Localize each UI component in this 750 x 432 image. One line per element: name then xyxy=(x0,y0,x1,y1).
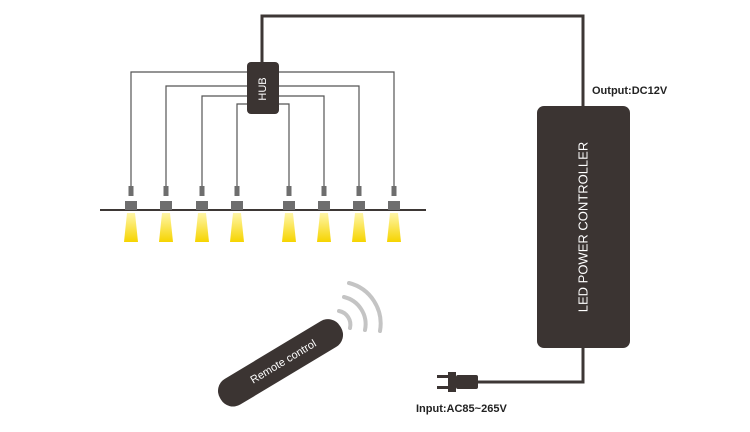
light-housing xyxy=(283,201,295,210)
light-beam xyxy=(124,213,138,242)
light-housing xyxy=(353,201,365,210)
light-connector xyxy=(321,186,327,196)
light-connector xyxy=(163,186,169,196)
light-beam xyxy=(282,213,296,242)
light-fixture xyxy=(195,186,209,242)
light-connector xyxy=(199,186,205,196)
input-cable xyxy=(478,346,585,384)
light-beam xyxy=(230,213,244,242)
light-fixture xyxy=(387,186,401,242)
output-cable xyxy=(260,14,585,108)
signal-waves-icon xyxy=(337,281,383,333)
light-fixture xyxy=(124,186,138,242)
light-wires xyxy=(130,71,395,186)
light-fixture xyxy=(352,186,366,242)
light-beam xyxy=(387,213,401,242)
hub-box: HUB xyxy=(247,62,279,114)
light-fixture xyxy=(282,186,296,242)
output-label: Output:DC12V xyxy=(592,85,668,97)
light-housing xyxy=(125,201,137,210)
controller-label: LED POWER CONTROLLER xyxy=(575,142,590,312)
light-beam xyxy=(195,213,209,242)
light-housing xyxy=(160,201,172,210)
power-controller: LED POWER CONTROLLER xyxy=(537,106,630,348)
light-beam xyxy=(352,213,366,242)
power-plug-icon xyxy=(437,372,478,392)
light-housing xyxy=(231,201,243,210)
light-connector xyxy=(356,186,362,196)
light-housing xyxy=(196,201,208,210)
light-connector xyxy=(234,186,240,196)
input-label: Input:AC85~265V xyxy=(416,403,507,415)
light-housing xyxy=(318,201,330,210)
light-fixture xyxy=(159,186,173,242)
hub-label: HUB xyxy=(257,77,269,100)
remote-control: Remote control xyxy=(217,319,344,407)
light-beam xyxy=(317,213,331,242)
light-fixture xyxy=(230,186,244,242)
light-connector xyxy=(128,186,134,196)
light-connector xyxy=(391,186,397,196)
light-fixture xyxy=(317,186,331,242)
light-beam xyxy=(159,213,173,242)
light-fixtures xyxy=(124,186,401,242)
light-housing xyxy=(388,201,400,210)
light-connector xyxy=(286,186,292,196)
